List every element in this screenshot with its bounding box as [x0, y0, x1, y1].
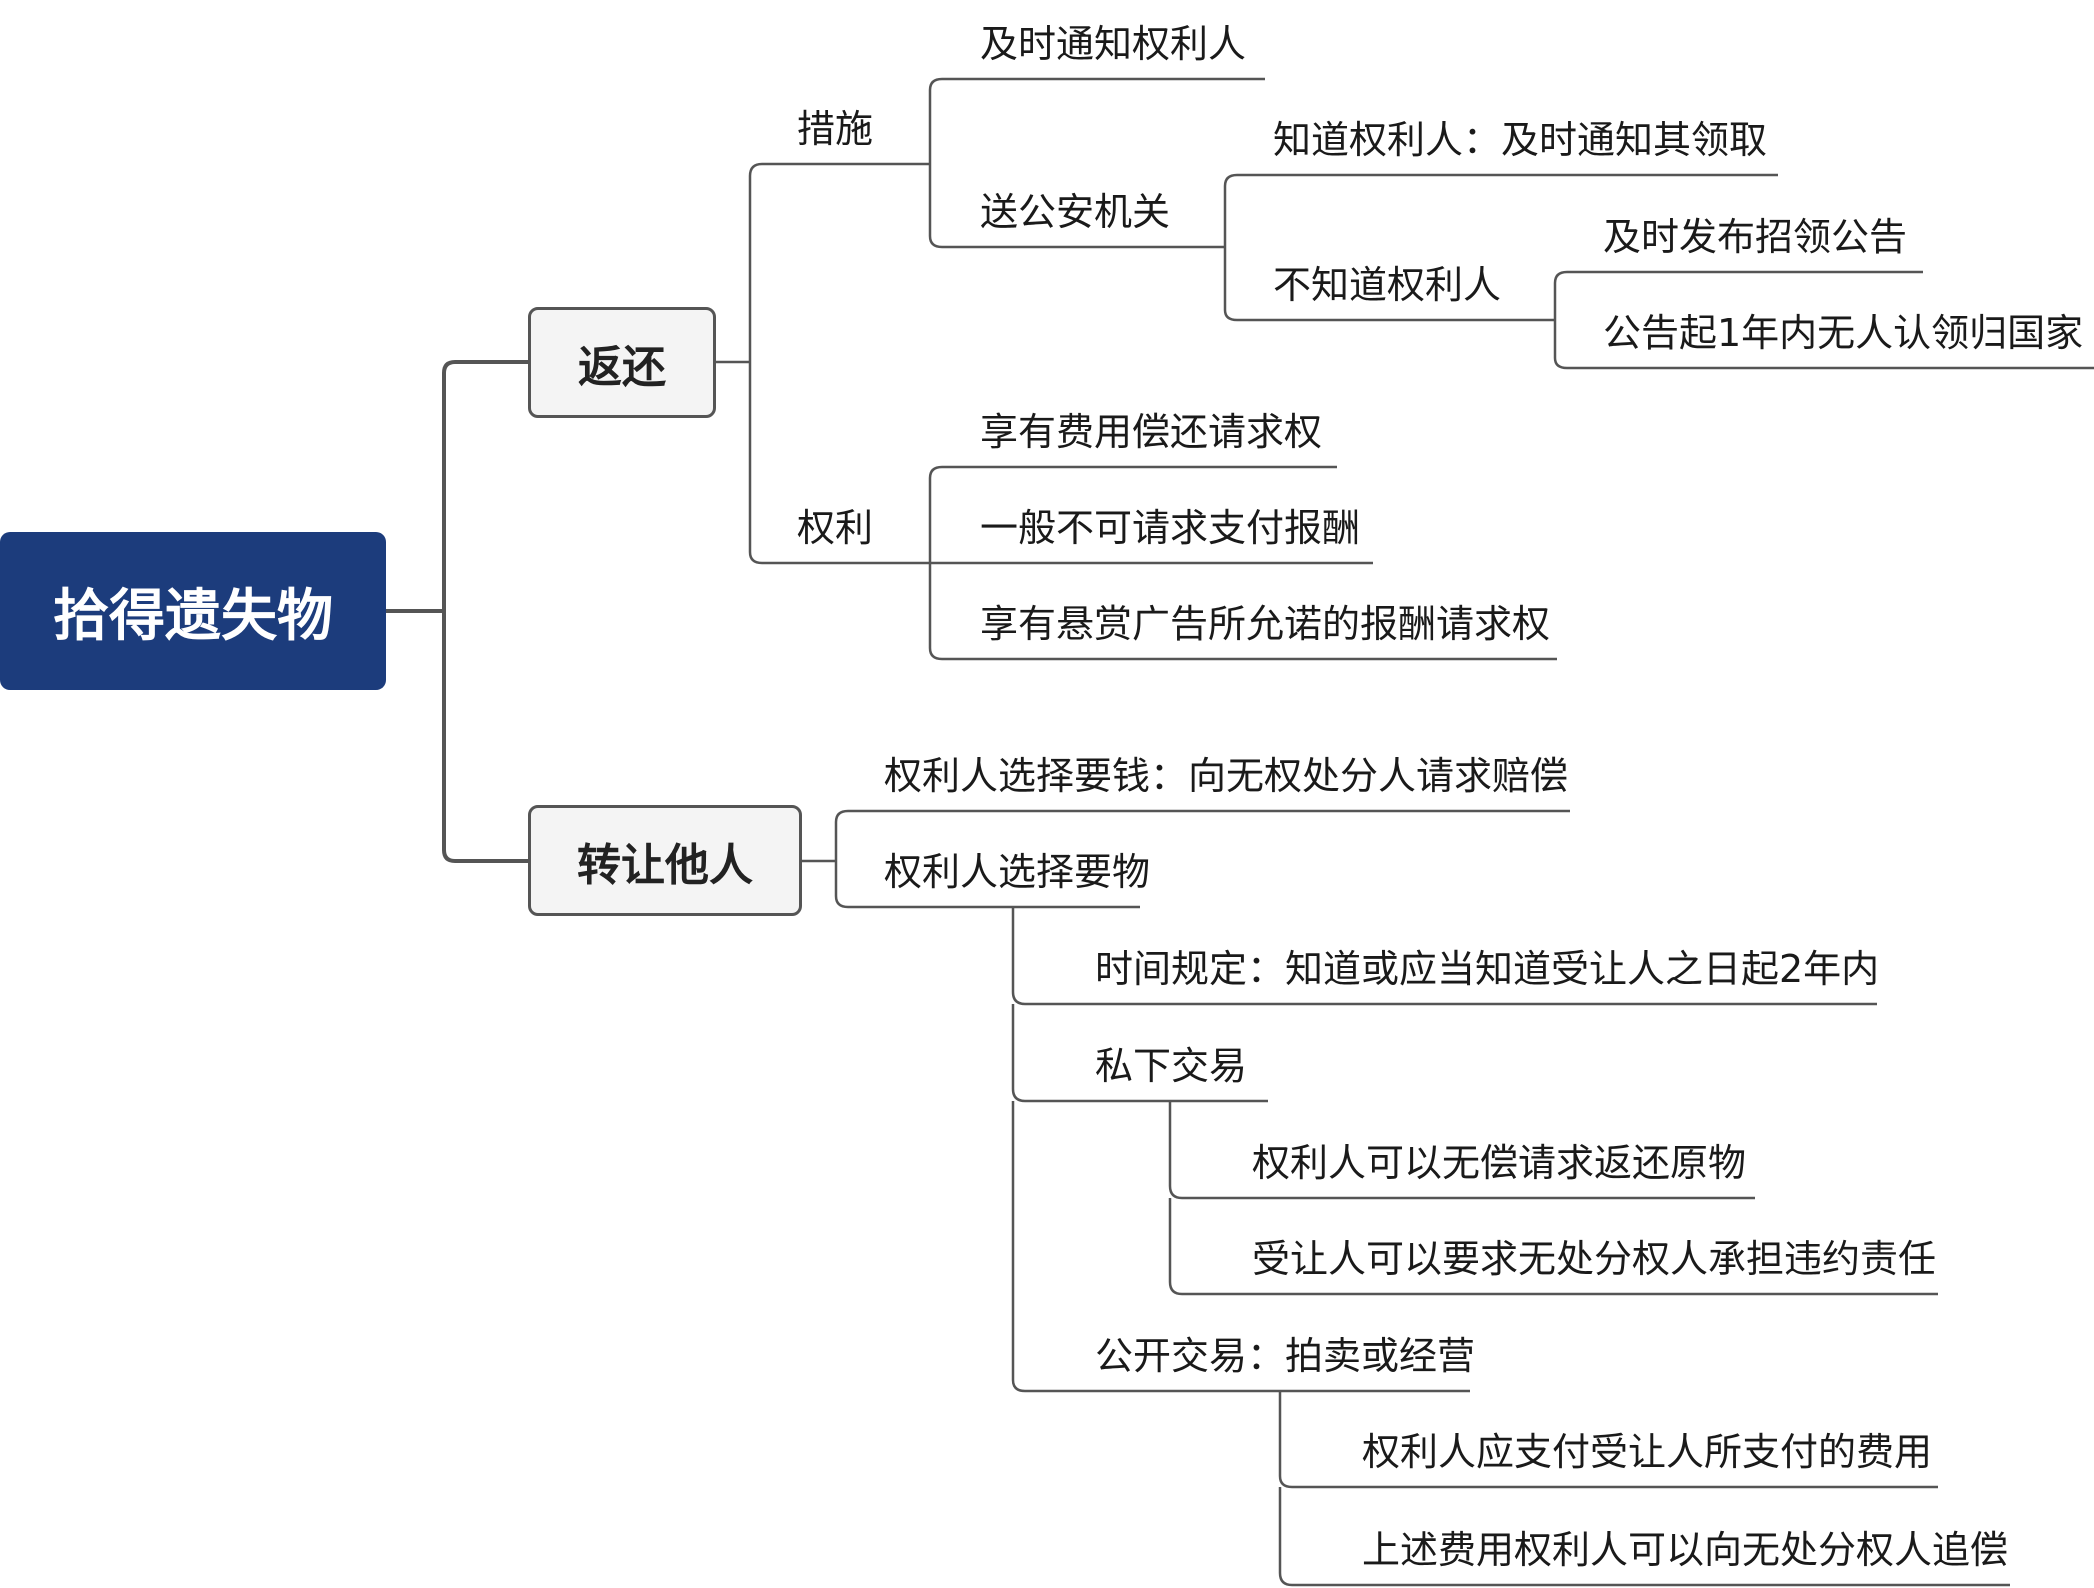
private-trade-node[interactable]: 私下交易 [1095, 1044, 1248, 1088]
time-rule-node[interactable]: 时间规定：知道或应当知道受让人之日起2年内 [1095, 947, 1880, 991]
connector-public [1278, 1391, 2010, 1587]
known-rightholder-node[interactable]: 知道权利人：及时通知其领取 [1273, 118, 1768, 162]
choose-item-node[interactable]: 权利人选择要物 [884, 850, 1151, 894]
recover-fee-node[interactable]: 上述费用权利人可以向无处分权人追偿 [1362, 1528, 2009, 1572]
free-return-node[interactable]: 权利人可以无偿请求返还原物 [1252, 1141, 1747, 1185]
branch-return-node[interactable]: 返还 [528, 307, 716, 418]
notify-rightholder-node[interactable]: 及时通知权利人 [980, 22, 1247, 66]
connector-rights [928, 465, 1557, 661]
connector-measures [928, 77, 1265, 249]
connector-private [1168, 1101, 1938, 1296]
connector-item [1011, 907, 1877, 1393]
branch-transfer-node[interactable]: 转让他人 [528, 805, 802, 916]
unknown-rightholder-node[interactable]: 不知道权利人 [1273, 263, 1502, 307]
public-trade-node[interactable]: 公开交易：拍卖或经营 [1095, 1334, 1476, 1378]
state-ownership-node[interactable]: 公告起1年内无人认领归国家 [1603, 311, 2084, 355]
cost-claim-node[interactable]: 享有费用偿还请求权 [980, 410, 1323, 454]
connector-transfer [802, 809, 1570, 909]
reward-claim-node[interactable]: 享有悬赏广告所允诺的报酬请求权 [980, 602, 1551, 646]
root-label: 拾得遗失物 [53, 583, 333, 649]
connector-unknown [1553, 270, 2094, 370]
no-reward-node[interactable]: 一般不可请求支付报酬 [980, 506, 1361, 550]
branch-transfer-label: 转让他人 [577, 839, 753, 891]
measures-node[interactable]: 措施 [797, 107, 874, 151]
root-node[interactable]: 拾得遗失物 [0, 532, 386, 690]
send-police-node[interactable]: 送公安机关 [980, 190, 1171, 234]
connector-root [384, 360, 530, 863]
connector-return [716, 162, 930, 565]
breach-liability-node[interactable]: 受让人可以要求无处分权人承担违约责任 [1252, 1237, 1937, 1281]
announce-node[interactable]: 及时发布招领公告 [1603, 215, 1908, 259]
branch-return-label: 返还 [578, 341, 666, 393]
choose-money-node[interactable]: 权利人选择要钱：向无权处分人请求赔偿 [884, 754, 1569, 798]
pay-fee-node[interactable]: 权利人应支付受让人所支付的费用 [1362, 1430, 1933, 1474]
rights-node[interactable]: 权利 [797, 506, 874, 550]
connector-police [1223, 173, 1778, 322]
